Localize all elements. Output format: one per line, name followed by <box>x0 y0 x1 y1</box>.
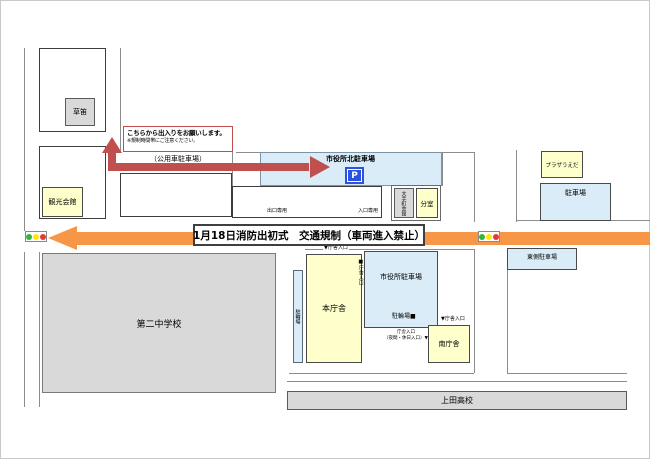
bicycle-parking-strip: 駐輪場 <box>293 270 303 363</box>
north-parking-gate-area: 出口専用 入口専用 <box>232 186 382 218</box>
road-line <box>474 152 475 222</box>
road-line <box>516 150 517 222</box>
entrance-only-label: 入口専用 <box>357 208 378 215</box>
entrance-label-southeast: ▼庁舎入口 <box>441 316 465 323</box>
main-government-building: 本庁舎 <box>306 254 362 363</box>
kankokaikan-building: 観光会館 <box>42 187 83 217</box>
entry-note-line2: ※規制時間帯にご注意ください。 <box>127 138 199 144</box>
ueda-high-school-building: 上田高校 <box>287 391 627 410</box>
entry-note-box: こちらから出入りをお願いします。 ※規制時間帯にご注意ください。 <box>123 126 233 152</box>
entrance-night-line2: （夜間・休日入口）▼ <box>384 336 428 341</box>
road-line <box>442 152 443 186</box>
kusabue-building: 草笛 <box>65 98 95 126</box>
plaza-ueda-building: プラザうえだ <box>541 151 583 178</box>
traffic-signal-icon <box>25 231 47 242</box>
second-junior-high-school-building: 第二中学校 <box>42 253 276 393</box>
regulation-banner: 1月18日消防出初式 交通規制（車両進入禁止） <box>193 224 425 246</box>
road-line <box>24 252 25 407</box>
unlabeled-building <box>120 173 232 217</box>
road-line <box>287 381 627 382</box>
signal-green-light <box>479 233 485 240</box>
road-line <box>289 373 474 374</box>
bicycle-parking-spot-label: 駐輪場■ <box>392 313 416 320</box>
entry-route-arrow <box>102 137 330 178</box>
traffic-signal-icon <box>478 231 500 242</box>
signal-red-light <box>493 233 499 240</box>
otemachi-kaikan-building: 大手町会館 <box>394 188 414 218</box>
arrowhead-right <box>310 156 330 178</box>
official-car-parking-route-label: （公用車駐車場） <box>150 155 206 163</box>
road-line <box>24 48 25 231</box>
regulated-road-arrowhead <box>48 226 77 250</box>
signal-green-light <box>26 233 32 240</box>
entrance-night-line1: 庁舎入口 <box>397 330 415 335</box>
signal-yellow-light <box>33 233 39 240</box>
arrowhead-up <box>102 137 122 153</box>
entrance-label-west: ■庁舎入口 <box>357 259 364 285</box>
parking-sign-icon: P <box>345 167 364 184</box>
entry-note-line1: こちらから出入りをお願いします。 <box>127 129 226 137</box>
entrance-label-night: 庁舎入口 （夜間・休日入口）▼ <box>382 330 430 342</box>
road-line <box>120 48 121 152</box>
city-hall-north-parking-label: 市役所北駐車場 <box>326 155 375 163</box>
signal-yellow-light <box>486 233 492 240</box>
road-line <box>507 373 627 374</box>
road-line <box>39 252 40 407</box>
signal-red-light <box>40 233 46 240</box>
plaza-parking-area: 駐車場 <box>540 183 611 221</box>
city-hall-parking-area: 市役所駐車場 <box>364 251 438 328</box>
south-government-building: 南庁舎 <box>428 325 470 363</box>
east-side-parking-area: 東側駐車場 <box>507 248 577 270</box>
road-line <box>305 249 474 250</box>
entrance-label-north: ▼庁舎入口 <box>323 245 349 252</box>
bunshitsu-building: 分室 <box>416 188 438 218</box>
road-line <box>507 270 508 373</box>
exit-only-label: 出口専用 <box>267 208 288 215</box>
road-line <box>474 249 475 373</box>
